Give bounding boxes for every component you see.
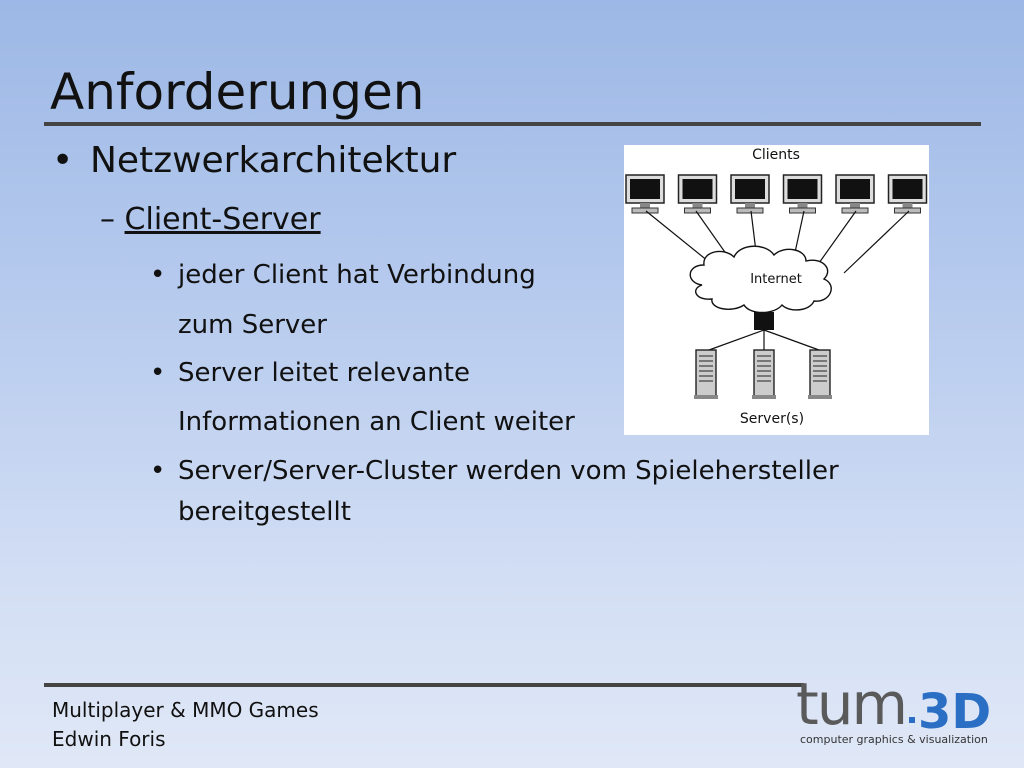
- footer-course: Multiplayer & MMO Games: [52, 698, 319, 722]
- clients-label: Clients: [752, 147, 800, 163]
- tum3d-logo: tum 3D computer graphics & visualization: [796, 662, 994, 752]
- router-icon: [754, 312, 774, 330]
- bullet-dot: •: [150, 260, 166, 290]
- servers-label: Server(s): [740, 411, 804, 427]
- tum3d-logo-svg: tum 3D computer graphics & visualization: [796, 670, 991, 746]
- bullet-dot: •: [150, 456, 166, 486]
- title-underline: [44, 122, 981, 126]
- client-server-label: Client-Server: [124, 202, 321, 237]
- client-server-diagram: Clients Internet Server(s): [624, 145, 929, 435]
- internet-cloud: [689, 245, 832, 314]
- footer-rule: [44, 683, 804, 687]
- client-monitors: [625, 174, 928, 214]
- server-tower-icon: [808, 349, 832, 399]
- slide-title: Anforderungen: [50, 63, 425, 121]
- client-monitor-icon: [625, 174, 665, 214]
- point-3-line1: Server/Server-Cluster werden vom Spieleh…: [178, 456, 839, 486]
- logo-wordmark-3d: 3D: [918, 684, 991, 740]
- footer-author: Edwin Foris: [52, 727, 166, 751]
- client-monitor-icon: [887, 174, 928, 214]
- point-1-line1: jeder Client hat Verbindung: [178, 260, 536, 290]
- client-monitor-icon: [835, 174, 875, 214]
- point-2-line1: Server leitet relevante: [178, 358, 470, 388]
- point-2-line2: Informationen an Client weiter: [178, 407, 575, 437]
- diagram-svg: Clients Internet Server(s): [625, 147, 928, 427]
- client-monitor-icon: [677, 174, 718, 214]
- logo-dot: [909, 717, 915, 723]
- logo-tagline: computer graphics & visualization: [800, 733, 988, 746]
- bullet-dot: •: [150, 358, 166, 388]
- client-monitor-icon: [730, 174, 770, 214]
- server-towers: [694, 349, 832, 399]
- server-tower-icon: [694, 349, 718, 399]
- server-tower-icon: [752, 349, 776, 399]
- point-1-line2: zum Server: [178, 310, 327, 340]
- dash: –: [100, 202, 115, 237]
- bullet-dot: •: [52, 140, 74, 181]
- bullet-text: Netzwerkarchitektur: [90, 140, 457, 181]
- sub-bullet-client-server: – Client-Server: [100, 200, 321, 240]
- client-monitor-icon: [782, 174, 823, 214]
- internet-label: Internet: [750, 272, 802, 287]
- logo-wordmark-tum: tum: [796, 670, 906, 738]
- point-3-line2: bereitgestellt: [178, 497, 351, 527]
